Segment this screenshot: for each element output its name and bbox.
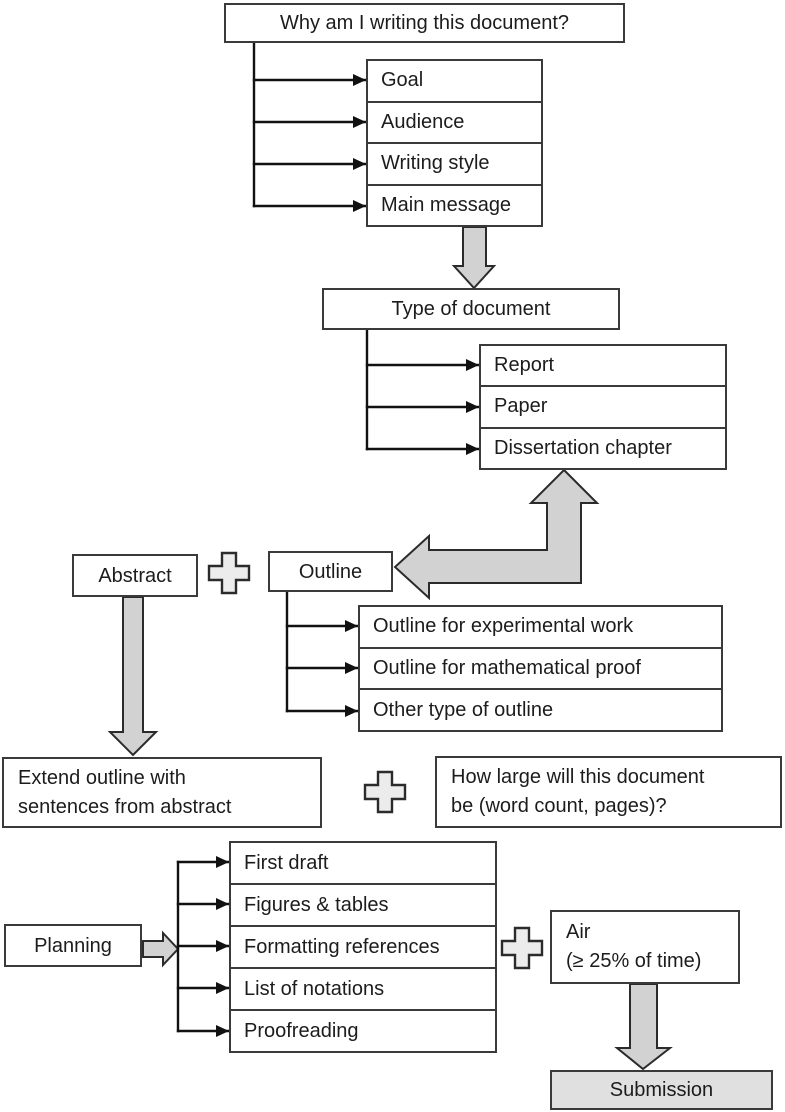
type-of-document-box: Type of document bbox=[322, 288, 620, 330]
document-type-children-group: Report Paper Dissertation chapter bbox=[479, 344, 727, 470]
air-box: Air (≥ 25% of time) bbox=[550, 910, 740, 984]
formatting-references-box: Formatting references bbox=[231, 927, 495, 969]
first-draft-box: First draft bbox=[231, 843, 495, 885]
abstract-box: Abstract bbox=[72, 554, 198, 597]
main-message-box: Main message bbox=[368, 185, 541, 225]
extend-outline-box: Extend outline with sentences from abstr… bbox=[2, 757, 322, 828]
extend-outline-line2: sentences from abstract bbox=[18, 795, 232, 818]
outline-children-group: Outline for experimental work Outline fo… bbox=[358, 605, 723, 732]
how-large-line2: be (word count, pages)? bbox=[451, 795, 667, 817]
proofreading-box: Proofreading bbox=[231, 1011, 495, 1051]
other-outline-box: Other type of outline bbox=[360, 690, 721, 731]
how-large-box: How large will this document be (word co… bbox=[435, 756, 782, 828]
outline-box: Outline bbox=[268, 551, 393, 592]
arrow-down-to-type-icon bbox=[451, 226, 497, 290]
paper-box: Paper bbox=[481, 387, 725, 429]
list-of-notations-box: List of notations bbox=[231, 969, 495, 1011]
arrow-right-from-planning-icon bbox=[142, 930, 180, 968]
arrow-down-from-abstract-icon bbox=[107, 596, 159, 757]
submission-box: Submission bbox=[550, 1070, 773, 1110]
why-children-group: Goal Audience Writing style Main message bbox=[366, 59, 543, 227]
planning-children-group: First draft Figures & tables Formatting … bbox=[229, 841, 497, 1053]
planning-box: Planning bbox=[4, 924, 142, 967]
goal-box: Goal bbox=[368, 61, 541, 103]
outline-experimental-box: Outline for experimental work bbox=[360, 607, 721, 649]
outline-mathematical-box: Outline for mathematical proof bbox=[360, 648, 721, 691]
dissertation-chapter-box: Dissertation chapter bbox=[481, 428, 725, 468]
air-line1: Air bbox=[566, 921, 591, 943]
plus-icon bbox=[207, 551, 251, 595]
air-line2: (≥ 25% of time) bbox=[566, 950, 702, 972]
how-large-line1: How large will this document bbox=[451, 766, 705, 788]
extend-outline-line1: Extend outline with bbox=[18, 766, 186, 789]
why-box: Why am I writing this document? bbox=[224, 3, 625, 43]
plus-icon bbox=[500, 926, 544, 970]
elbow-arrow-outline-doctype-icon bbox=[393, 468, 600, 601]
report-box: Report bbox=[481, 346, 725, 388]
plus-icon bbox=[363, 770, 407, 814]
arrow-down-to-submission-icon bbox=[614, 983, 673, 1071]
writing-style-box: Writing style bbox=[368, 144, 541, 186]
audience-box: Audience bbox=[368, 102, 541, 144]
figures-tables-box: Figures & tables bbox=[231, 885, 495, 927]
